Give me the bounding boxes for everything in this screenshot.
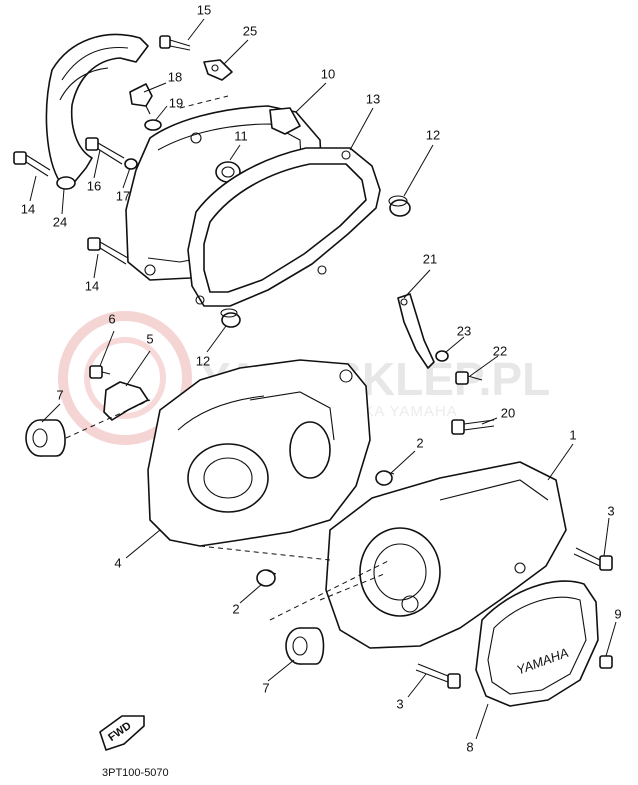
- callout-label: 2: [416, 435, 423, 450]
- bolt-16: [85, 137, 125, 165]
- callout-label: 25: [243, 23, 257, 38]
- callout-label: 14: [21, 201, 35, 216]
- flywheel-shield: [45, 33, 149, 190]
- assembly-guides: [65, 95, 391, 621]
- callout-label: 17: [116, 188, 130, 203]
- plate-5: [103, 381, 149, 421]
- bracket-21: [397, 293, 435, 369]
- callout-label: 8: [466, 739, 473, 754]
- bearing-7-lower: [285, 627, 325, 665]
- callout-label: 9: [614, 606, 621, 621]
- callout-labels: 15 25 10 18 19 13 11 12 16 17 14 24 14 2…: [21, 2, 622, 754]
- bolt-14-lower: [87, 237, 129, 265]
- bolt-20: [451, 419, 495, 435]
- callout-label: 23: [457, 323, 471, 338]
- callout-label: 10: [321, 66, 335, 81]
- callout-label: 3: [607, 503, 614, 518]
- bolt-15: [159, 35, 191, 51]
- callout-label: 24: [53, 214, 67, 229]
- bolt-9: [599, 655, 613, 669]
- sensor-18: [129, 83, 153, 115]
- callout-label: 13: [366, 91, 380, 106]
- oring-19: [144, 119, 162, 131]
- callout-label: 19: [169, 95, 183, 110]
- bolt-3-right: [573, 547, 613, 571]
- callout-label: 12: [426, 127, 440, 142]
- callout-label: 21: [423, 251, 437, 266]
- callout-label: 20: [501, 405, 515, 420]
- callout-label: 11: [234, 128, 248, 143]
- washer-23: [435, 350, 449, 362]
- leader-lines: [29, 18, 617, 740]
- callout-label: 14: [85, 278, 99, 293]
- callout-label: 7: [56, 387, 63, 402]
- bolt-14-upper: [13, 151, 51, 177]
- callout-label: 4: [114, 555, 121, 570]
- dowel-12-top: [388, 195, 411, 217]
- fwd-arrow: FWD: [99, 715, 145, 751]
- callout-label: 1: [569, 427, 576, 442]
- generator-cover: YAMAHA: [475, 580, 599, 707]
- bolt-6: [89, 365, 111, 379]
- callout-label: 15: [197, 2, 211, 17]
- callout-label: 22: [493, 343, 507, 358]
- callout-label: 2: [232, 601, 239, 616]
- callout-label: 12: [196, 353, 210, 368]
- callout-label: 7: [262, 680, 269, 695]
- clip-25: [203, 59, 233, 81]
- gasket: [187, 147, 381, 307]
- callout-label: 18: [168, 69, 182, 84]
- bolt-3-bottom: [415, 663, 461, 689]
- catalog-code: 3PT100-5070: [102, 767, 169, 779]
- callout-label: 16: [87, 178, 101, 193]
- callout-label: 6: [108, 311, 115, 326]
- callout-label: 5: [146, 331, 153, 346]
- dowel-12-mid: [220, 308, 241, 328]
- bolt-22: [455, 371, 483, 385]
- watermark-logo: [58, 311, 192, 445]
- callout-label: 3: [396, 696, 403, 711]
- bearing-7-left: [25, 419, 66, 457]
- washer-17: [124, 158, 138, 170]
- dowel-2-upper: [375, 470, 395, 486]
- dowel-2-lower: [256, 569, 277, 587]
- crankcase-right: [325, 461, 567, 649]
